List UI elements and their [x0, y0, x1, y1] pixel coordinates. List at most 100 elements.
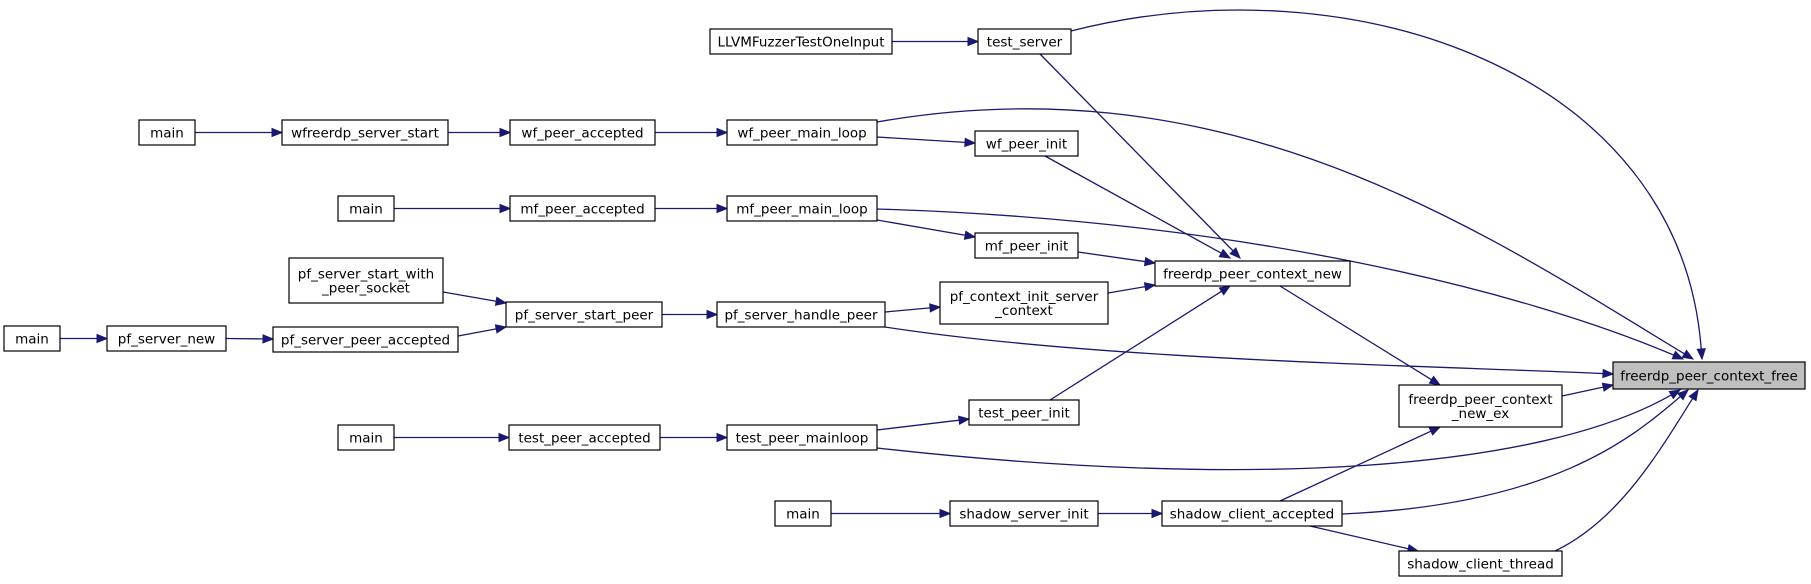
- node-box: [337, 195, 395, 222]
- node-box: [974, 232, 1079, 259]
- edge-line: [876, 108, 1685, 355]
- node-label: shadow_client_thread: [1407, 557, 1554, 573]
- node-label: pf_server_new: [118, 332, 215, 348]
- node-wf-peer-init[interactable]: wf_peer_init: [974, 130, 1079, 157]
- node-shadow-client-accepted[interactable]: shadow_client_accepted: [1161, 500, 1343, 527]
- node-pf-server-new[interactable]: pf_server_new: [106, 325, 227, 352]
- edge-pf_server_handle_peer-to-pf_context_init_server_context: [884, 303, 942, 313]
- node-box: [726, 119, 878, 146]
- node-label: shadow_client_accepted: [1170, 507, 1334, 523]
- arrow-head-icon: [96, 333, 109, 344]
- node-pf-server-peer-accepted[interactable]: pf_server_peer_accepted: [272, 326, 459, 353]
- node-box: [774, 500, 832, 527]
- edge-mf_peer_accepted-to-mf_peer_main_loop: [655, 203, 729, 214]
- edge-freerdp_peer_context_new_ex-to-target: [1561, 382, 1615, 397]
- edge-line: [1044, 155, 1222, 254]
- node-box: [337, 424, 395, 451]
- node-label: pf_server_start_peer: [515, 308, 654, 324]
- node-freerdp-peer-context-new-ex[interactable]: freerdp_peer_context_new_ex: [1398, 384, 1563, 428]
- edge-line: [1039, 53, 1234, 252]
- edge-main_test-to-test_peer_accepted: [394, 432, 511, 443]
- node-mf-peer-init[interactable]: mf_peer_init: [974, 232, 1079, 259]
- edge-shadow_server_init-to-shadow_client_accepted: [1098, 508, 1164, 519]
- node-wfreerdp-server-start[interactable]: wfreerdp_server_start: [281, 119, 449, 146]
- edge-test_peer_mainloop-to-target: [876, 389, 1682, 471]
- node-label: mf_peer_main_loop: [736, 202, 867, 218]
- edge-main_shadow-to-shadow_server_init: [831, 508, 952, 519]
- edge-pf_server_new-to-pf_server_peer_accepted: [225, 334, 275, 344]
- node-test-peer-mainloop[interactable]: test_peer_mainloop: [726, 424, 878, 451]
- node-box: [949, 500, 1099, 527]
- edge-freerdp_peer_context_new-to-freerdp_peer_context_new_ex: [1279, 285, 1442, 386]
- arrow-head-icon: [494, 324, 508, 334]
- node-box: [1612, 361, 1806, 390]
- edge-test_peer_accepted-to-test_peer_mainloop: [660, 432, 729, 443]
- node-test-peer-init[interactable]: test_peer_init: [968, 399, 1080, 426]
- node-box: [272, 326, 459, 353]
- edge-shadow_client_thread-to-target: [1554, 388, 1699, 552]
- arrow-head-icon: [1143, 282, 1157, 292]
- node-box: [968, 399, 1080, 426]
- edge-wf_peer_main_loop-to-wf_peer_init: [876, 136, 977, 148]
- node-label: test_peer_init: [978, 406, 1070, 422]
- edge-line: [876, 136, 966, 144]
- node-shadow-server-init[interactable]: shadow_server_init: [949, 500, 1099, 527]
- node-llvm[interactable]: LLVMFuzzerTestOneInput: [709, 28, 893, 55]
- node-pf-server-start-with-peer-socket[interactable]: pf_server_start_with_peer_socket: [288, 257, 444, 304]
- node-label: test_peer_accepted: [518, 431, 650, 447]
- edge-wf_peer_init-to-freerdp_peer_context_new: [1044, 155, 1232, 259]
- node-box: [106, 325, 227, 352]
- node-pf-server-start-peer[interactable]: pf_server_start_peer: [505, 301, 663, 328]
- node-label: shadow_server_init: [959, 507, 1088, 523]
- edge-wfreerdp_server_start-to-wf_peer_accepted: [448, 127, 512, 138]
- node-pf-context-init-server-context[interactable]: pf_context_init_server_context: [939, 281, 1109, 325]
- edge-shadow_client_accepted-to-shadow_client_thread: [1309, 525, 1420, 554]
- edge-line: [876, 208, 1675, 356]
- edge-main_pf-to-pf_server_new: [60, 333, 109, 344]
- node-main-pf[interactable]: main: [3, 325, 61, 352]
- arrow-head-icon: [499, 203, 512, 214]
- arrow-head-icon: [1151, 508, 1164, 519]
- arrow-head-icon: [1676, 389, 1690, 401]
- node-box: [281, 119, 449, 146]
- node-wf-peer-main-loop[interactable]: wf_peer_main_loop: [726, 119, 878, 146]
- node-label: pf_server_handle_peer: [724, 308, 877, 324]
- edge-llvm-to-test_server: [892, 36, 980, 47]
- node-box: [508, 424, 661, 451]
- node-box: [138, 119, 196, 146]
- node-test-peer-accepted[interactable]: test_peer_accepted: [508, 424, 661, 451]
- node-label: main: [150, 126, 184, 142]
- node-freerdp-peer-context-new[interactable]: freerdp_peer_context_new: [1154, 260, 1351, 287]
- node-label: LLVMFuzzerTestOneInput: [717, 35, 884, 51]
- edge-pf_context_init_server_context-to-freerdp_peer_context_new: [1107, 282, 1157, 294]
- node-mf-peer-accepted[interactable]: mf_peer_accepted: [509, 195, 656, 222]
- node-shadow-client-thread[interactable]: shadow_client_thread: [1398, 550, 1563, 577]
- node-box: [974, 130, 1079, 157]
- node-main-shadow[interactable]: main: [774, 500, 832, 527]
- node-main-wf[interactable]: main: [138, 119, 196, 146]
- node-target[interactable]: freerdp_peer_context_free: [1612, 361, 1806, 390]
- edge-line: [1309, 525, 1409, 550]
- node-label: pf_server_peer_accepted: [281, 333, 450, 349]
- arrow-head-icon: [1143, 256, 1157, 267]
- node-main-mf[interactable]: main: [337, 195, 395, 222]
- node-test-server[interactable]: test_server: [977, 28, 1072, 55]
- arrow-head-icon: [716, 203, 729, 214]
- node-pf-server-handle-peer[interactable]: pf_server_handle_peer: [716, 301, 886, 328]
- node-main-test[interactable]: main: [337, 424, 395, 451]
- node-label: _peer_socket: [321, 281, 410, 297]
- arrow-head-icon: [1688, 388, 1699, 402]
- node-box: [1161, 500, 1343, 527]
- arrow-head-icon: [1229, 247, 1241, 259]
- arrow-head-icon: [716, 127, 729, 138]
- graph-edges: [60, 9, 1706, 554]
- node-label: pf_server_start_with: [298, 267, 434, 283]
- edge-line: [1049, 290, 1222, 401]
- arrow-head-icon: [958, 415, 971, 425]
- edge-line: [1070, 9, 1702, 350]
- node-mf-peer-main-loop[interactable]: mf_peer_main_loop: [726, 195, 878, 222]
- arrow-head-icon: [1696, 348, 1706, 361]
- arrow-head-icon: [271, 127, 284, 138]
- node-wf-peer-accepted[interactable]: wf_peer_accepted: [509, 119, 656, 146]
- arrow-head-icon: [716, 432, 729, 443]
